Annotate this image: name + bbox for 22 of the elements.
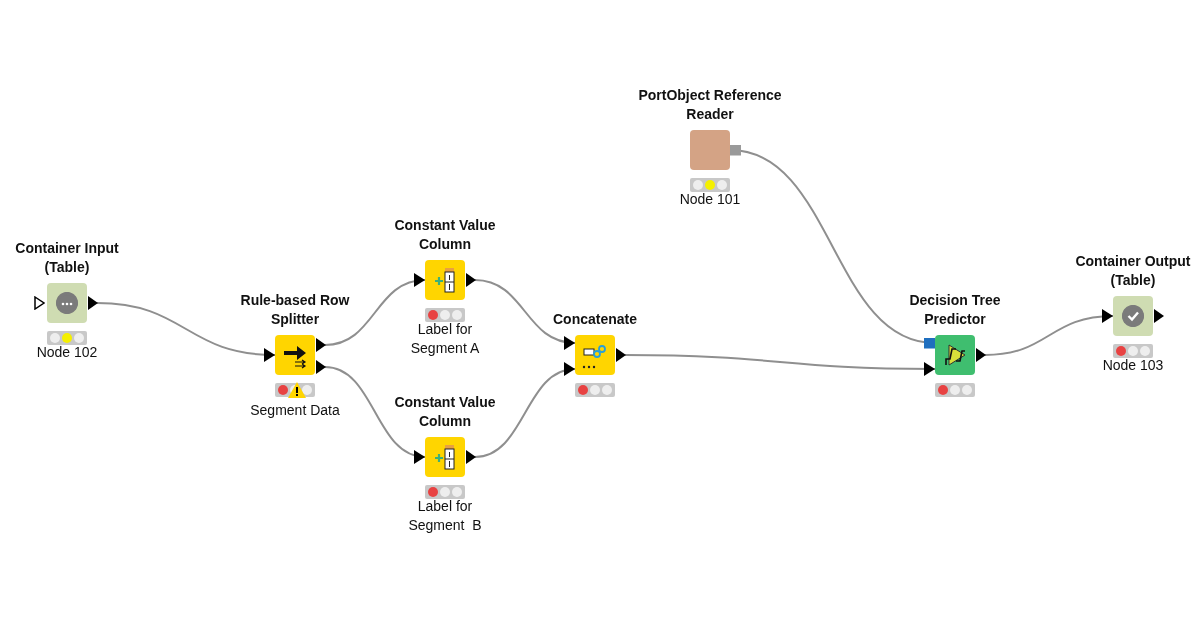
node-title: PortObject Reference Reader <box>637 86 783 124</box>
connection-line <box>729 144 936 349</box>
connection-line <box>324 366 426 463</box>
node-title: Container Input (Table) <box>14 239 120 277</box>
connection-line <box>96 302 276 362</box>
node-title: Constant Value Column <box>393 393 497 431</box>
node-title: Container Output (Table) <box>1074 252 1192 290</box>
node-annotation: Label for Segment B <box>407 497 483 535</box>
connection-line <box>624 354 936 376</box>
connection-line <box>324 274 426 346</box>
node-annotation: Node 103 <box>1102 356 1164 375</box>
node-title: Constant Value Column <box>393 216 497 254</box>
node-title: Decision Tree Predictor <box>908 291 1002 329</box>
connection-line <box>984 309 1114 356</box>
node-title: Concatenate <box>553 310 637 329</box>
connection-line <box>474 363 576 458</box>
node-annotation: Label for Segment A <box>409 320 481 358</box>
node-annotation: Segment Data <box>250 401 340 420</box>
node-title: Rule-based Row Splitter <box>239 291 351 329</box>
node-annotation: Node 101 <box>679 190 741 209</box>
node-annotation: Node 102 <box>36 343 98 362</box>
connection-line <box>474 279 576 349</box>
